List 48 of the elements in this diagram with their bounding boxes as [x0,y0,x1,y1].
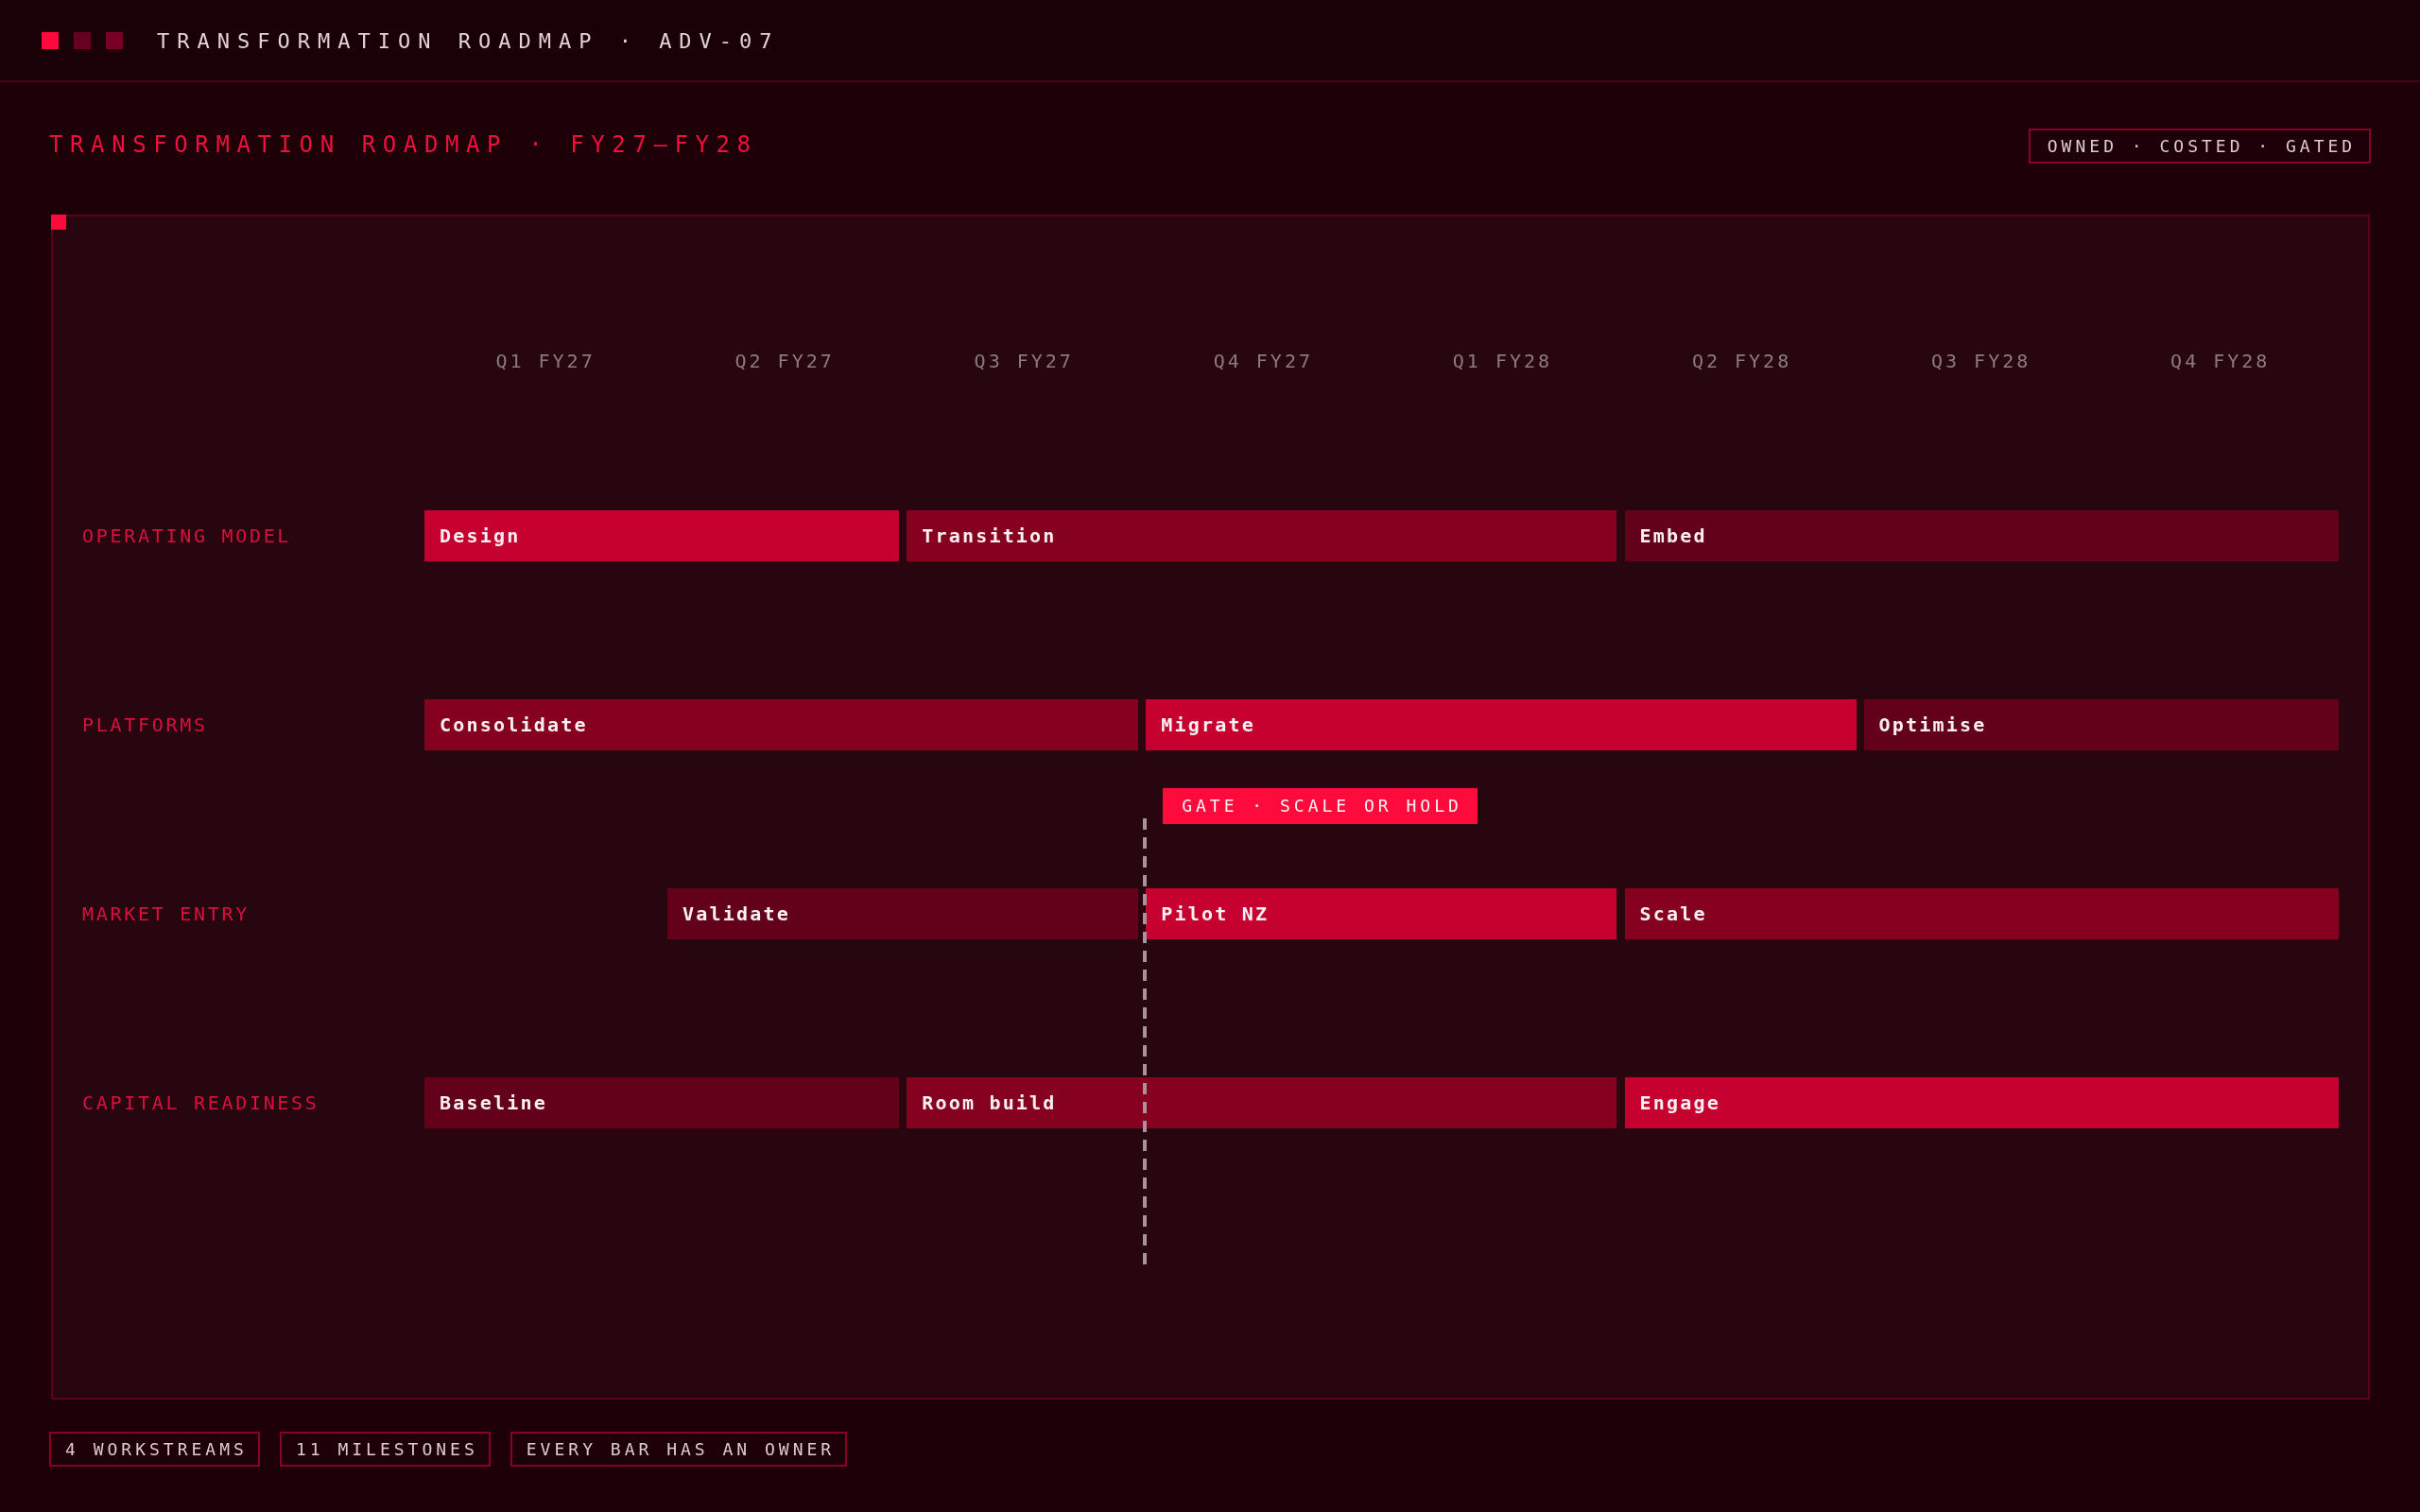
stat-badge [510,1432,848,1467]
timeline-bar [424,510,900,561]
stat-badge [49,1432,260,1467]
bar-label: Transition [922,524,1057,547]
timeline-bar [1146,888,1617,939]
workstream-label: MARKET ENTRY [82,902,250,926]
bar-label: Optimise [1878,713,1987,736]
page-title: TRANSFORMATION ROADMAP · FY27–FY28 [49,130,758,159]
bar-label: Embed [1639,524,1707,547]
gate-label: GATE · SCALE OR HOLD [1182,796,1462,816]
timeline-bar [1624,510,2339,561]
bar-label: Consolidate [440,713,588,736]
timeline-bar [667,888,1139,939]
stat-text: 4 WORKSTREAMS [65,1438,248,1460]
timeline-bar [907,1077,1617,1128]
tag-badge [2029,129,2371,163]
quarter-label: Q4 FY28 [2170,349,2271,373]
timeline-bar [1863,699,2339,750]
timeline-bar [424,1077,900,1128]
badge-text: OWNED · COSTED · GATED [2047,135,2357,157]
header-title: TRANSFORMATION ROADMAP · ADV-07 [157,28,780,55]
quarter-label: Q2 FY27 [735,349,835,373]
timeline-bar [1624,1077,2339,1128]
quarter-label: Q2 FY28 [1691,349,1792,373]
timeline-bar [1146,699,1857,750]
timeline-bar [907,510,1617,561]
bar-label: Scale [1639,902,1707,925]
timeline-bar [424,699,1139,750]
quarter-label: Q3 FY27 [974,349,1074,373]
bar-label: Engage [1639,1091,1720,1114]
bar-label: Validate [683,902,791,925]
bar-label: Baseline [440,1091,547,1114]
stat-text: 11 MILESTONES [295,1438,478,1460]
quarter-label: Q4 FY27 [1213,349,1313,373]
stat-text: EVERY BAR HAS AN OWNER [526,1438,836,1460]
bar-label: Design [440,524,521,547]
stat-badge [279,1432,491,1467]
quarter-label: Q3 FY28 [1931,349,2031,373]
quarter-label: Q1 FY28 [1452,349,1553,373]
timeline-bar [1624,888,2339,939]
bar-label: Pilot NZ [1161,902,1270,925]
workstream-label: OPERATING MODEL [82,524,292,548]
workstream-label: PLATFORMS [82,713,208,737]
bar-label: Migrate [1161,713,1255,736]
gate-tag [1163,788,1478,824]
workstream-label: CAPITAL READINESS [82,1091,320,1115]
bar-label: Room build [922,1091,1057,1114]
quarter-label: Q1 FY27 [495,349,596,373]
